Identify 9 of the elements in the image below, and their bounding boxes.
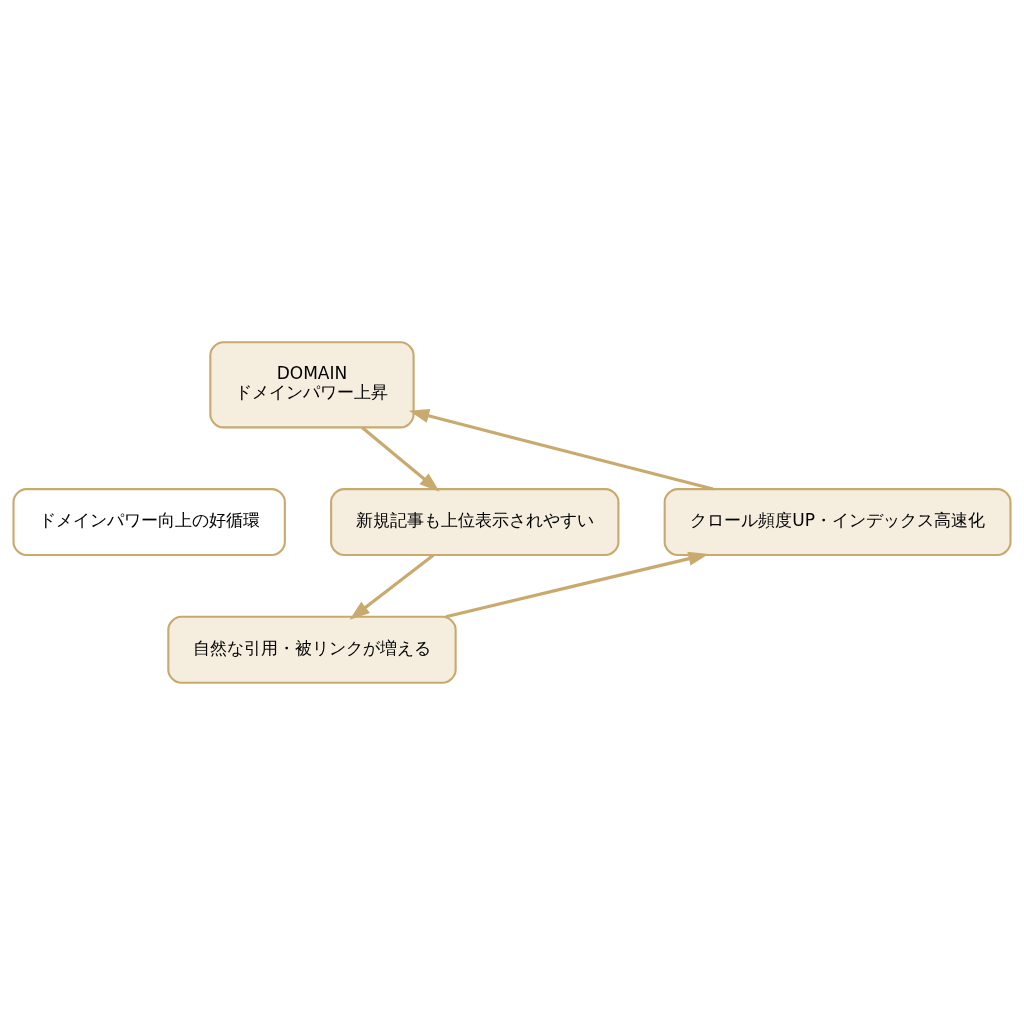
arrow	[361, 425, 440, 492]
arrow	[408, 408, 714, 491]
node-box: 新規記事も上位表示されやすい	[330, 487, 620, 556]
arrow	[445, 551, 709, 618]
arrow	[349, 553, 435, 620]
node-box: DOMAIN ドメインパワー上昇	[209, 340, 415, 428]
node-box: 自然な引用・被リンクが増える	[167, 615, 457, 684]
node-box: クロール頻度UP・インデックス高速化	[663, 487, 1012, 556]
node-box: ドメインパワー向上の好循環	[12, 487, 286, 556]
